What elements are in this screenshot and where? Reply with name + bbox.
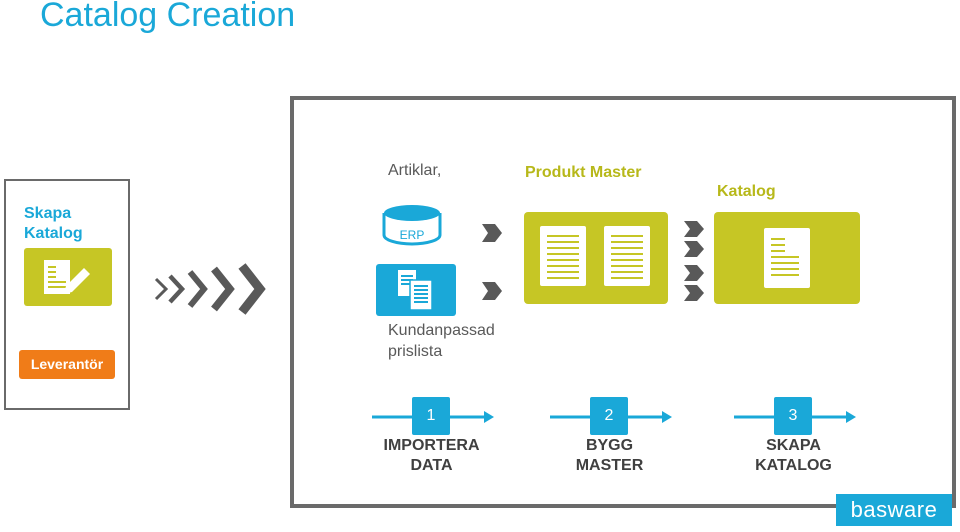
catalog-label: Katalog — [717, 183, 776, 200]
articles-label: Artiklar, — [388, 162, 442, 179]
catalog-edit-tile — [24, 248, 112, 306]
erp-label: ERP — [400, 228, 425, 242]
step-import-data: 1 IMPORTERA DATA — [372, 397, 522, 477]
step-number: 1 — [412, 397, 450, 435]
step-number: 3 — [774, 397, 812, 435]
documents-icon — [398, 270, 433, 311]
step-label: IMPORTERA DATA — [383, 437, 480, 474]
product-master-tile — [524, 212, 668, 304]
document-icon — [540, 226, 586, 286]
custom-price-list-label: Kundanpassad prislista — [388, 322, 495, 360]
basware-logo: basware — [836, 494, 952, 526]
catalog-tile — [714, 212, 860, 304]
step-build-master: 2 BYGG MASTER — [550, 397, 700, 477]
step-label: BYGG MASTER — [575, 437, 644, 474]
product-master-label: Produkt Master — [525, 164, 642, 181]
document-edit-icon — [44, 260, 90, 294]
supplier-panel — [4, 179, 130, 410]
arrow-right-icon — [482, 224, 502, 242]
arrow-right-icon — [482, 282, 502, 300]
price-list-tile — [376, 264, 456, 316]
page-title: Catalog Creation — [40, 0, 296, 34]
document-icon — [764, 228, 810, 288]
document-icon — [604, 226, 650, 286]
database-icon: ERP — [382, 205, 442, 246]
create-catalog-heading: Skapa Katalog — [24, 205, 83, 242]
process-frame — [290, 96, 956, 508]
step-number: 2 — [590, 397, 628, 435]
chevron-arrows-icon — [154, 263, 266, 315]
supplier-badge: Leverantör — [19, 350, 115, 379]
step-create-catalog: 3 SKAPA KATALOG — [734, 397, 884, 477]
arrow-right-icons — [684, 221, 704, 301]
step-label: SKAPA KATALOG — [755, 437, 832, 474]
